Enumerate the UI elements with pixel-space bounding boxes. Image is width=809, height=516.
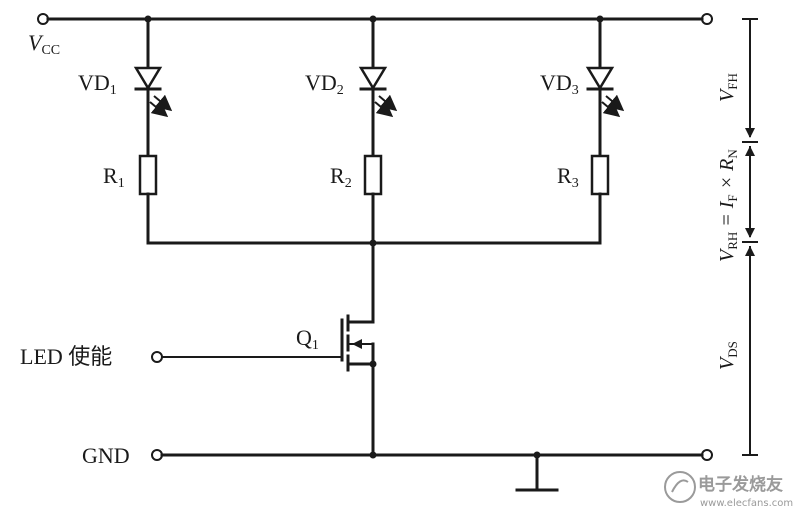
vfh-label: VFH	[716, 73, 740, 102]
q1-label: Q1	[296, 325, 319, 353]
resistor-r2-icon	[363, 154, 383, 196]
led-enable-input	[151, 351, 342, 363]
resistor-r1-icon	[138, 154, 158, 196]
watermark-url: www.elecfans.com	[700, 498, 793, 509]
vd3-label: VD3	[540, 70, 579, 98]
watermark: 电子发烧友 www.elecfans.com	[664, 471, 793, 509]
r3-label: R3	[557, 163, 579, 191]
vd1-label: VD1	[78, 70, 117, 98]
branch-1	[133, 17, 173, 245]
vcc-rail	[37, 13, 713, 25]
vds-label: VDS	[716, 341, 740, 370]
led-enable-label: LED 使能	[20, 344, 112, 369]
voltage-dimension	[742, 18, 758, 456]
gnd-label: GND	[82, 443, 130, 468]
branch-3	[585, 17, 625, 245]
branch-2	[358, 17, 398, 245]
resistor-r3-icon	[590, 154, 610, 196]
watermark-logo-icon	[664, 471, 696, 503]
r2-label: R2	[330, 163, 352, 191]
vcc-label: VCC	[28, 30, 60, 58]
led-vd1-icon	[133, 66, 163, 91]
vrh-formula-label: VRH = IF × RN	[716, 149, 740, 262]
r1-label: R1	[103, 163, 125, 191]
led-vd3-icon	[585, 66, 615, 91]
gnd-rail	[151, 449, 713, 492]
led-vd2-icon	[358, 66, 388, 91]
common-node	[146, 239, 602, 322]
mosfet-q1-icon	[340, 314, 377, 457]
watermark-text: 电子发烧友	[698, 474, 783, 495]
vd2-label: VD2	[305, 70, 344, 98]
